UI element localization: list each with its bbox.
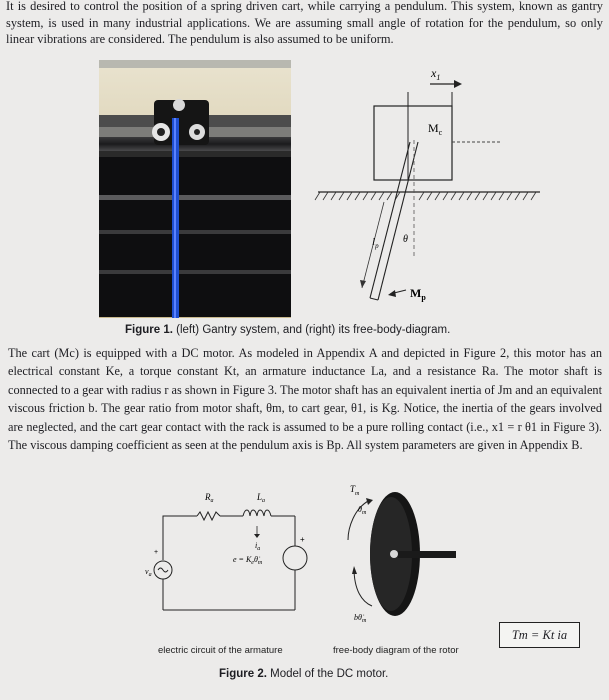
- theta-m-label: θm: [358, 505, 367, 516]
- emf-plus: +: [300, 535, 305, 544]
- mp-label: Mp: [410, 286, 426, 302]
- body-paragraph: The cart (Mc) is equipped with a DC moto…: [8, 346, 602, 453]
- x1-label: x1: [430, 66, 440, 82]
- free-body-diagram: x1 Mc lp θ Mp: [314, 66, 540, 302]
- inductor: [242, 509, 272, 517]
- ia-label: ia: [255, 541, 260, 552]
- lp-arrow: [361, 201, 385, 289]
- back-emf-source: [282, 545, 308, 571]
- lp-label: lp: [372, 236, 379, 250]
- torque-equation-box: Tm = Kt ia: [499, 622, 580, 648]
- b-theta-label: bθ̇m: [354, 613, 367, 623]
- emf-label: e = Keθ̇m: [233, 555, 263, 566]
- figure2-caption: Figure 2. Model of the DC motor.: [219, 668, 388, 680]
- rotor-diagram: Tm θm bθ̇m: [347, 484, 456, 623]
- intro-paragraph: It is desired to control the position of…: [6, 0, 603, 46]
- va-label: va: [145, 567, 152, 578]
- figure2-caption-text: Model of the DC motor.: [266, 668, 389, 680]
- figure1-caption: Figure 1. (left) Gantry system, and (rig…: [125, 324, 450, 336]
- tm-label: Tm: [350, 484, 360, 497]
- torque-arc: [347, 499, 371, 541]
- va-plus: +: [154, 549, 158, 556]
- la-label: La: [256, 492, 265, 504]
- figure1-caption-text: (left) Gantry system, and (right) its fr…: [172, 324, 451, 336]
- armature-circuit: Ra La ia + e = Keθ̇m + va: [145, 492, 308, 611]
- ground-hatch: [314, 191, 537, 201]
- figure1-caption-label: Figure 1.: [125, 324, 173, 336]
- rotor-caption: free-body diagram of the rotor: [333, 645, 459, 656]
- gantry-photo: [99, 60, 291, 318]
- resistor: [196, 510, 221, 522]
- gantry-photo-image: [99, 60, 291, 318]
- circuit-caption: electric circuit of the armature: [158, 645, 283, 656]
- theta-label: θ: [403, 234, 408, 245]
- figure2-caption-label: Figure 2.: [219, 668, 267, 680]
- pendulum-rod: [369, 141, 419, 301]
- mc-label: Mc: [428, 121, 443, 137]
- rotor-shaft: [398, 551, 456, 558]
- ra-label: Ra: [204, 492, 214, 504]
- cart-box: [373, 105, 453, 181]
- torque-equation: Tm = Kt ia: [511, 628, 568, 642]
